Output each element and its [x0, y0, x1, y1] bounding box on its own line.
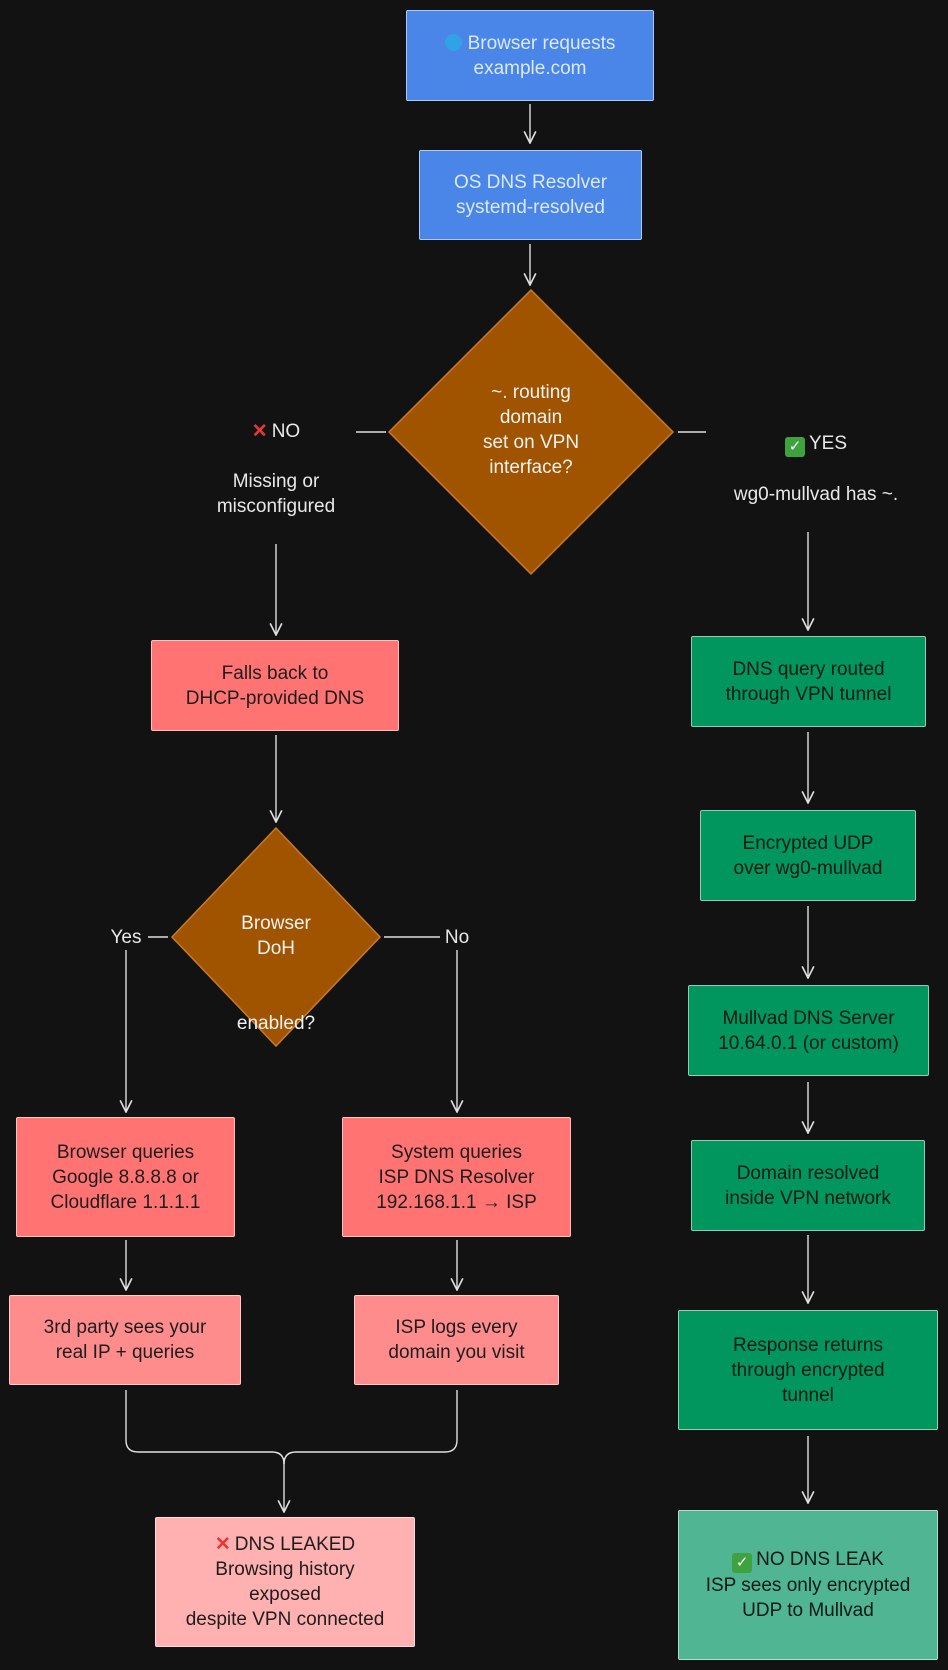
routing-domain-question: ~. routing domain set on VPN interface? — [482, 382, 580, 478]
system-queries-node: System queries ISP DNS Resolver 192.168.… — [342, 1117, 571, 1237]
no-branch-title: NO — [271, 421, 301, 442]
cross-mark-icon: ✕ — [251, 421, 268, 442]
dns-leaked-body: Browsing history exposed despite VPN con… — [185, 1559, 385, 1630]
no-branch-body: Missing or misconfigured — [216, 471, 336, 517]
system-queries-text: System queries ISP DNS Resolver 192.168.… — [376, 1141, 537, 1213]
edge-third-party-to-merge — [125, 1390, 285, 1465]
response-returns-node: Response returns through encrypted tunne… — [678, 1310, 938, 1430]
mullvad-server-text: Mullvad DNS Server 10.64.0.1 (or custom) — [718, 1007, 899, 1054]
routing-domain-decision-shape — [387, 288, 675, 576]
browser-request-line2: example.com — [473, 57, 587, 79]
yes-branch-title: YES — [808, 433, 848, 454]
yes-branch-label: ✓YES wg0-mullvad has ~. — [706, 406, 926, 532]
dns-leaked-title: DNS LEAKED — [234, 1534, 356, 1555]
browser-doh-question: Browser DoH enabled? — [206, 886, 346, 1061]
browser-doh-line2: enabled? — [236, 1013, 316, 1034]
vpn-routed-text: DNS query routed through VPN tunnel — [725, 658, 892, 705]
falls-back-node: Falls back to DHCP-provided DNS — [151, 640, 399, 731]
browser-doh-decision-shape — [170, 826, 382, 1048]
no-leak-node: ✓NO DNS LEAK ISP sees only encrypted UDP… — [678, 1510, 938, 1660]
browser-request-line1: Browser requests — [467, 32, 616, 54]
check-mark-icon: ✓ — [732, 1553, 753, 1573]
vpn-routed-node: DNS query routed through VPN tunnel — [691, 636, 926, 727]
browser-doh-line1: Browser DoH — [241, 913, 311, 959]
os-resolver-text: OS DNS Resolver systemd-resolved — [453, 172, 608, 218]
third-party-node: 3rd party sees your real IP + queries — [9, 1295, 241, 1385]
os-resolver-node: OS DNS Resolver systemd-resolved — [419, 150, 642, 240]
browser-request-node: Browser requests example.com — [406, 10, 654, 101]
no-leak-body: ISP sees only encrypted UDP to Mullvad — [705, 1575, 911, 1621]
resolved-inside-node: Domain resolved inside VPN network — [691, 1140, 925, 1231]
edge-isp-logs-to-merge — [283, 1390, 458, 1465]
browser-queries-text: Browser queries Google 8.8.8.8 or Cloudf… — [50, 1141, 201, 1213]
third-party-text: 3rd party sees your real IP + queries — [43, 1317, 207, 1363]
check-mark-icon: ✓ — [784, 437, 805, 457]
resolved-inside-text: Domain resolved inside VPN network — [725, 1162, 891, 1209]
yes-branch-body: wg0-mullvad has ~. — [733, 484, 899, 505]
doh-no-label: No — [440, 925, 474, 950]
falls-back-text: Falls back to DHCP-provided DNS — [185, 662, 365, 709]
encrypted-udp-node: Encrypted UDP over wg0-mullvad — [700, 810, 916, 901]
cross-mark-icon: ✕ — [214, 1534, 231, 1555]
encrypted-udp-text: Encrypted UDP over wg0-mullvad — [733, 832, 883, 879]
globe-icon — [444, 33, 462, 51]
no-leak-title: NO DNS LEAK — [756, 1549, 884, 1570]
isp-logs-node: ISP logs every domain you visit — [354, 1295, 559, 1385]
dns-leaked-node: ✕DNS LEAKED Browsing history exposed des… — [155, 1517, 415, 1647]
browser-queries-node: Browser queries Google 8.8.8.8 or Cloudf… — [16, 1117, 235, 1237]
no-branch-label: ✕NO Missing or misconfigured — [196, 394, 356, 544]
mullvad-server-node: Mullvad DNS Server 10.64.0.1 (or custom) — [688, 985, 929, 1076]
doh-yes-label: Yes — [104, 925, 148, 950]
isp-logs-text: ISP logs every domain you visit — [388, 1317, 525, 1363]
response-returns-text: Response returns through encrypted tunne… — [731, 1334, 885, 1406]
